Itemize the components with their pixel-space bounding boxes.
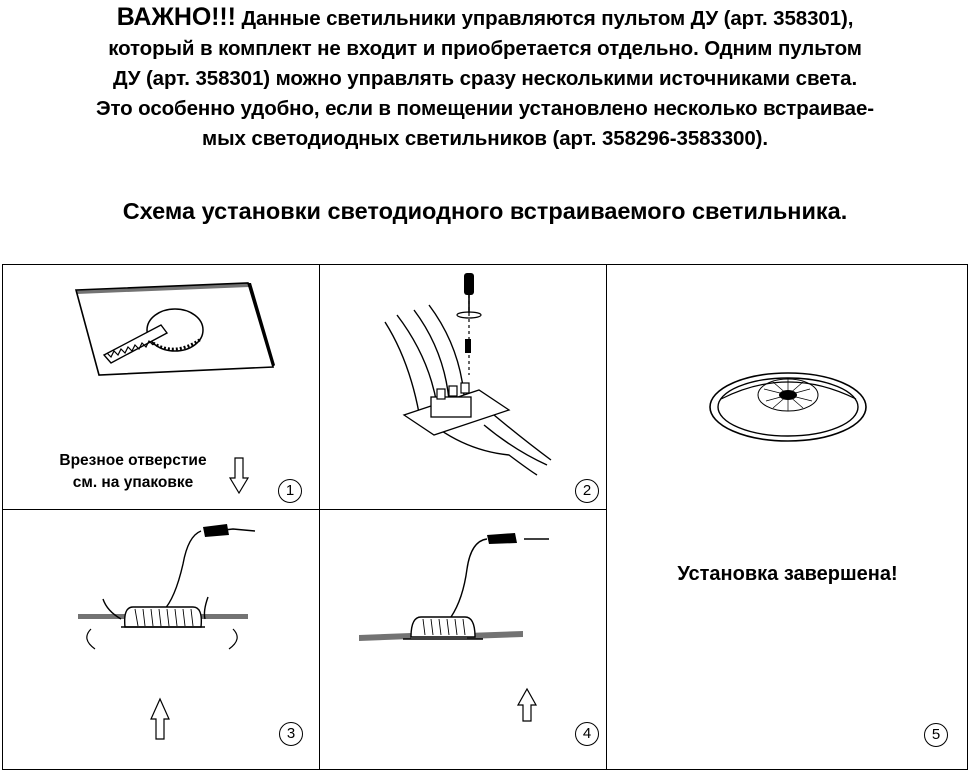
important-notice: ВАЖНО!!! Данные светильники управляются …	[0, 2, 970, 154]
wiring-terminal-illustration	[384, 273, 552, 476]
step-number-3: 3	[279, 722, 303, 746]
notice-line: который в комплект не входит и приобрета…	[108, 37, 862, 60]
installation-diagram-grid: Врезное отверстие см. на упаковке 1	[2, 264, 968, 770]
divider-horizontal	[3, 509, 606, 510]
step-number-4: 4	[575, 722, 599, 746]
step-number-1: 1	[278, 479, 302, 503]
notice-line: Данные светильники управляются пультом Д…	[235, 7, 854, 30]
step-number-2: 2	[575, 479, 599, 503]
ceiling-cutout-illustration	[74, 282, 275, 376]
step-1-panel: Врезное отверстие см. на упаковке 1	[3, 265, 319, 509]
diagram-title: Схема установки светодиодного встраиваем…	[122, 198, 848, 224]
step-number-5: 5	[924, 723, 948, 747]
divider-vertical-1	[319, 265, 320, 769]
step-3-panel: 3	[3, 509, 319, 769]
installation-complete-text: Установка завершена!	[677, 563, 898, 585]
notice-lead: ВАЖНО!!!	[116, 3, 236, 31]
spring-clip-install-illustration	[78, 524, 256, 740]
step-4-panel: 4	[319, 509, 606, 769]
divider-vertical-2	[606, 265, 607, 769]
fixture-inserted-illustration	[359, 533, 549, 722]
step-1-caption-line: Врезное отверстие	[59, 452, 207, 469]
step-1-caption-line: см. на упаковке	[72, 474, 194, 491]
notice-line: Это особенно удобно, если в помещении ус…	[96, 97, 874, 120]
step-2-panel: 2	[319, 265, 606, 509]
step-5-panel: Установка завершена! 5	[606, 265, 969, 769]
installed-downlight-illustration	[709, 372, 867, 442]
step-1-caption: Врезное отверстие см. на упаковке	[43, 450, 223, 494]
arrow-down-icon	[228, 457, 250, 495]
notice-line: мых светодиодных светильников (арт. 3582…	[202, 127, 768, 150]
notice-line: ДУ (арт. 358301) можно управлять сразу н…	[112, 67, 858, 90]
